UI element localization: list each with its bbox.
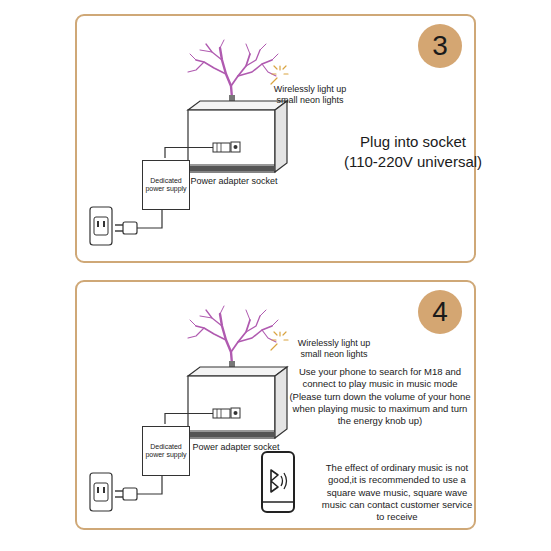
- tesla-coil-scene: [90, 40, 288, 245]
- step-number: 4: [418, 290, 462, 334]
- power-supply-box: Dedicated power supply: [142, 426, 190, 476]
- note-text: The effect of ordinary music is not good…: [321, 462, 473, 524]
- callout-label: Wirelessly light up small neon lights: [262, 84, 358, 106]
- instruction-text: Use your phone to search for M18 and con…: [289, 366, 471, 428]
- power-supply-box: Dedicated power supply: [142, 160, 190, 210]
- illustration-part: [262, 452, 294, 512]
- illustration-part: [262, 501, 294, 503]
- socket-label: Power adapter socket: [188, 442, 284, 453]
- illustration-part: [271, 470, 278, 492]
- phone-icon: [262, 452, 294, 512]
- step-panel: 4Dedicated power supply Use your phone to…: [75, 280, 476, 530]
- number-text: 3: [432, 32, 448, 60]
- tesla-coil-scene: [90, 306, 288, 511]
- instruction-text: Plug into socket (110-220V universal): [343, 132, 483, 171]
- step-panel: 3Dedicated power supplyPlug into socket …: [75, 14, 476, 263]
- box-label: Dedicated power supply: [145, 443, 187, 460]
- illustration-part: [284, 473, 287, 489]
- socket-label: Power adapter socket: [186, 176, 282, 187]
- number-text: 4: [432, 298, 448, 326]
- step-number: 3: [418, 24, 462, 68]
- box-label: Dedicated power supply: [145, 177, 187, 194]
- callout-label: Wirelessly light up small neon lights: [286, 338, 382, 360]
- illustration-part: [281, 476, 283, 486]
